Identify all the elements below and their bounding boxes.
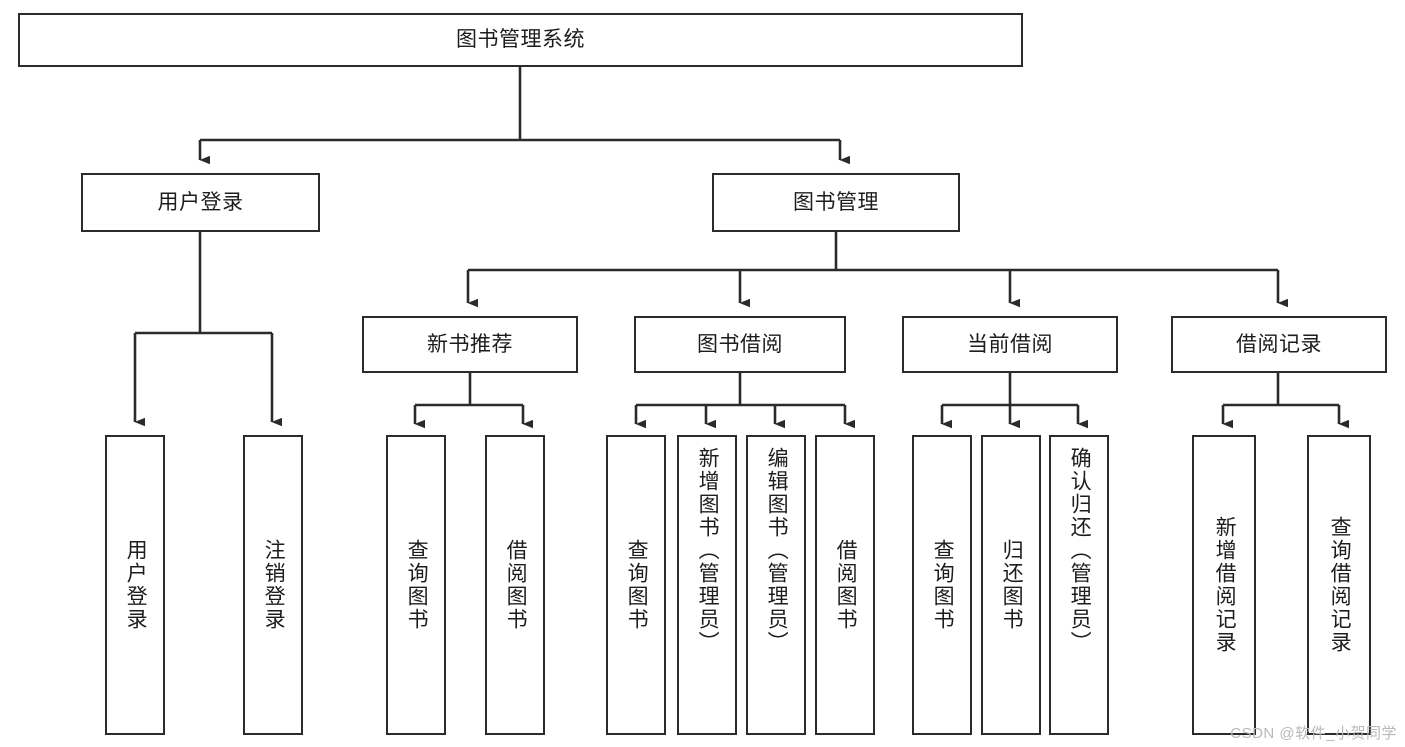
node-root[interactable]: 图书管理系统 (18, 13, 1023, 67)
node-leaf-borrow-book-2-label: 借阅图书 (834, 539, 858, 631)
node-book-management-label: 图书管理 (793, 190, 879, 214)
node-leaf-edit-book[interactable]: 编辑图书（管理员） (746, 435, 806, 735)
node-leaf-user-login[interactable]: 用户登录 (105, 435, 165, 735)
node-leaf-return-book-label: 归还图书 (1000, 539, 1024, 631)
node-leaf-user-login-label: 用户登录 (124, 539, 148, 631)
node-leaf-confirm-return[interactable]: 确认归还（管理员） (1049, 435, 1109, 735)
node-leaf-query-book-3-label: 查询图书 (931, 539, 955, 631)
node-leaf-add-record-label: 新增借阅记录 (1213, 516, 1237, 654)
node-leaf-logout-login-label: 注销登录 (262, 539, 286, 631)
node-user-login[interactable]: 用户登录 (81, 173, 320, 232)
node-leaf-add-book-label: 新增图书（管理员） (696, 447, 720, 654)
node-leaf-logout-login[interactable]: 注销登录 (243, 435, 303, 735)
node-borrow-record-label: 借阅记录 (1236, 332, 1322, 356)
node-leaf-add-book[interactable]: 新增图书（管理员） (677, 435, 737, 735)
node-leaf-query-record-label: 查询借阅记录 (1328, 516, 1352, 654)
node-leaf-query-book-3[interactable]: 查询图书 (912, 435, 972, 735)
node-leaf-confirm-return-label: 确认归还（管理员） (1068, 447, 1092, 654)
node-leaf-add-record[interactable]: 新增借阅记录 (1192, 435, 1256, 735)
node-leaf-query-book-1-label: 查询图书 (405, 539, 429, 631)
node-current-borrow[interactable]: 当前借阅 (902, 316, 1118, 373)
node-new-book-recommend[interactable]: 新书推荐 (362, 316, 578, 373)
node-leaf-query-book-2[interactable]: 查询图书 (606, 435, 666, 735)
node-book-borrow-label: 图书借阅 (697, 332, 783, 356)
node-current-borrow-label: 当前借阅 (967, 332, 1053, 356)
node-leaf-return-book[interactable]: 归还图书 (981, 435, 1041, 735)
node-leaf-query-book-2-label: 查询图书 (625, 539, 649, 631)
node-leaf-query-book-1[interactable]: 查询图书 (386, 435, 446, 735)
node-book-borrow[interactable]: 图书借阅 (634, 316, 846, 373)
node-leaf-borrow-book-1-label: 借阅图书 (504, 539, 528, 631)
node-borrow-record[interactable]: 借阅记录 (1171, 316, 1387, 373)
node-leaf-borrow-book-1[interactable]: 借阅图书 (485, 435, 545, 735)
node-root-label: 图书管理系统 (456, 28, 585, 52)
node-book-management[interactable]: 图书管理 (712, 173, 960, 232)
node-leaf-query-record[interactable]: 查询借阅记录 (1307, 435, 1371, 735)
node-leaf-borrow-book-2[interactable]: 借阅图书 (815, 435, 875, 735)
node-user-login-label: 用户登录 (157, 190, 244, 214)
node-leaf-edit-book-label: 编辑图书（管理员） (765, 447, 789, 654)
node-new-book-recommend-label: 新书推荐 (427, 332, 513, 356)
